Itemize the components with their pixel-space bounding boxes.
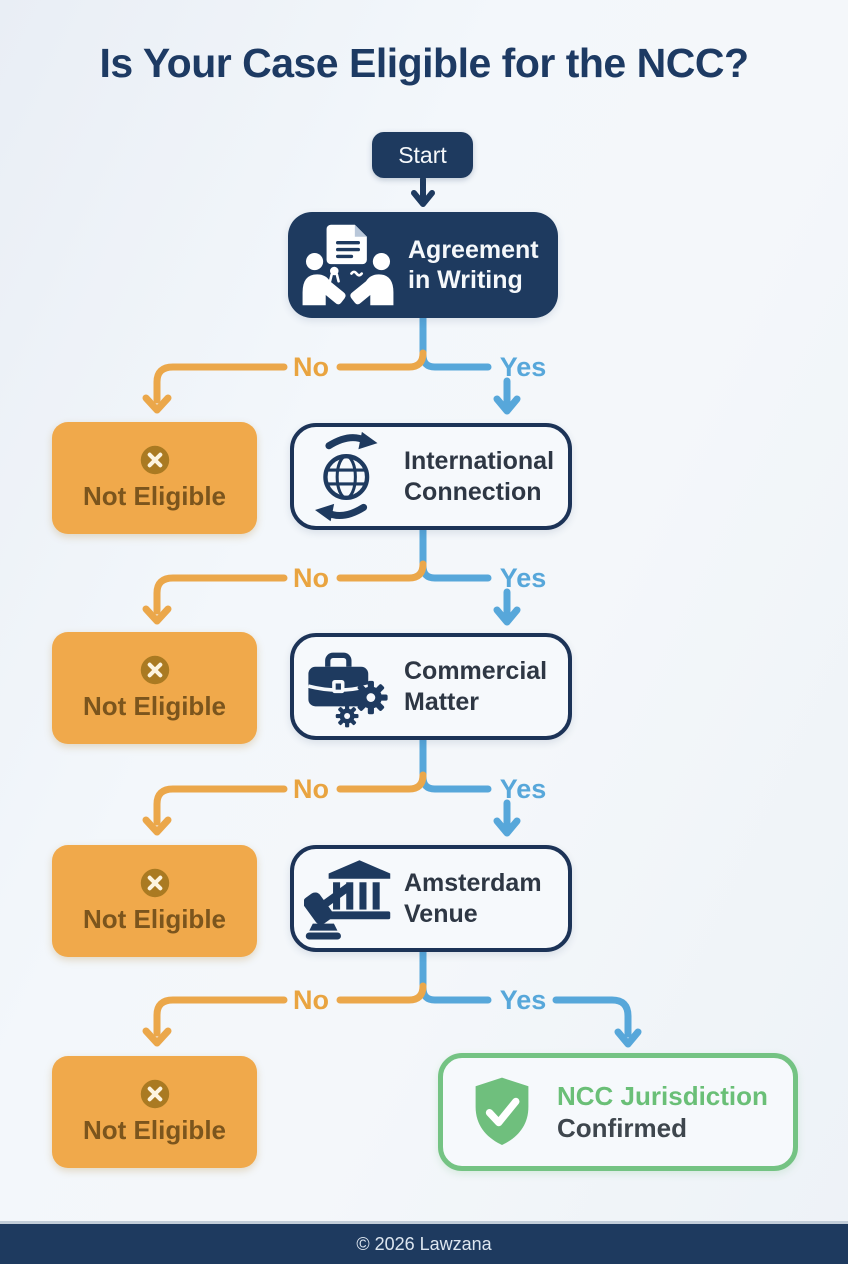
result-title: NCC Jurisdiction — [557, 1080, 768, 1111]
x-circle-icon — [139, 867, 171, 899]
not-eligible-label: Not Eligible — [83, 691, 226, 721]
shield-check-icon — [469, 1075, 535, 1149]
not-eligible-label: Not Eligible — [83, 904, 226, 934]
decision-agreement-in-writing: Agreement in Writing — [288, 212, 558, 318]
decision-amsterdam-venue: Amsterdam Venue — [290, 845, 572, 952]
branch-4-connectors — [142, 948, 642, 1048]
globe-exchange-icon — [304, 431, 392, 523]
page-title: Is Your Case Eligible for the NCC? — [99, 40, 750, 86]
branch-4-yes-label: Yes — [499, 985, 547, 1015]
not-eligible-label: Not Eligible — [83, 1115, 226, 1145]
not-eligible-label: Not Eligible — [83, 481, 226, 511]
decision-label: Amsterdam Venue — [404, 869, 542, 928]
branch-3-no-label: No — [293, 774, 329, 804]
not-eligible-box-4: Not Eligible — [52, 1056, 257, 1168]
decision-international-connection: International Connection — [290, 423, 572, 530]
decision-label: Commercial Matter — [404, 657, 548, 716]
branch-2-yes-label: Yes — [499, 563, 547, 593]
courthouse-gavel-icon — [304, 855, 392, 943]
x-circle-icon — [139, 1078, 171, 1110]
decision-label: International Connection — [404, 447, 555, 506]
contract-handshake-icon — [300, 221, 396, 309]
result-confirmed-box: NCC Jurisdiction Confirmed — [438, 1053, 798, 1171]
decision-label: Agreement in Writing — [408, 235, 539, 295]
x-circle-icon — [139, 654, 171, 686]
start-node: Start — [372, 132, 473, 178]
branch-4-no-label: No — [293, 985, 329, 1015]
not-eligible-box-3: Not Eligible — [52, 845, 257, 957]
decision-commercial-matter: Commercial Matter — [290, 633, 572, 740]
branch-1-no-label: No — [293, 352, 329, 382]
branch-1-yes-label: Yes — [499, 352, 547, 382]
footer-text: © 2026 Lawzana — [356, 1233, 492, 1254]
not-eligible-box-1: Not Eligible — [52, 422, 257, 534]
start-arrow — [411, 176, 435, 207]
x-circle-icon — [139, 444, 171, 476]
branch-2-no-label: No — [293, 563, 329, 593]
result-subtitle: Confirmed — [557, 1113, 687, 1143]
not-eligible-box-2: Not Eligible — [52, 632, 257, 744]
result-text: NCC Jurisdiction Confirmed — [557, 1080, 768, 1145]
briefcase-gears-icon — [304, 643, 392, 731]
footer-bar: © 2026 Lawzana — [0, 1221, 848, 1264]
branch-3-yes-label: Yes — [499, 774, 547, 804]
start-label: Start — [398, 141, 447, 168]
